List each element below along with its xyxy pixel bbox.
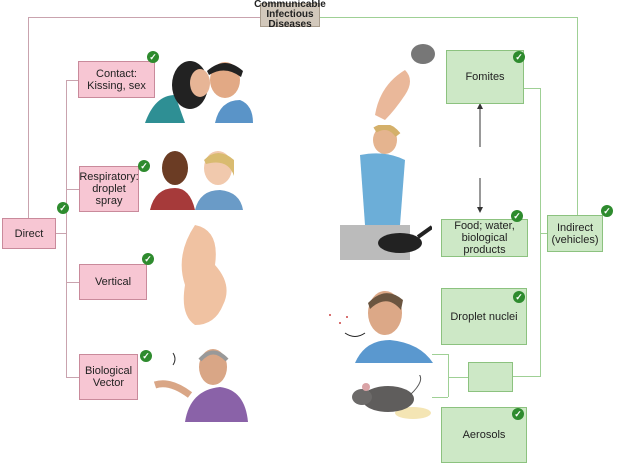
connector-line [513,376,540,377]
arrows [477,103,483,213]
fomites-box[interactable]: Fomites [446,50,524,104]
check-circle-icon: ✓ [513,51,525,63]
connector-line [28,17,29,218]
connector-line [448,354,449,397]
connector-line [28,17,260,18]
connector-line [56,233,66,234]
check-circle-icon: ✓ [511,210,523,222]
connector-line [66,377,79,378]
connector-line [66,80,67,377]
check-circle-icon: ✓ [147,51,159,63]
kissing-illustration [145,61,253,123]
title-box: Communicable Infectious Diseases [254,0,326,30]
mouse-illustration [352,375,431,419]
food-water-box[interactable]: Food; water, biological products [441,219,528,257]
respiratory-box[interactable]: Respiratory: droplet spray [79,166,139,212]
sneezing-man-illustration [329,291,433,363]
connector-line [66,189,79,190]
contact-box[interactable]: Contact: Kissing, sex [78,61,155,98]
biological-vector-illustration [153,349,248,422]
check-circle-icon: ✓ [140,350,152,362]
check-circle-icon: ✓ [513,291,525,303]
connector-line [66,282,79,283]
connector-line [540,233,547,234]
indirect-box[interactable]: Indirect (vehicles) [547,215,603,252]
vertical-box[interactable]: Vertical [79,264,147,300]
connector-line [320,17,577,18]
cooking-person-illustration [340,125,432,260]
connector-line [432,397,448,398]
check-circle-icon: ✓ [57,202,69,214]
respiratory-illustration [150,151,243,210]
empty-drop-box[interactable] [468,362,513,392]
droplet-nuclei-box[interactable]: Droplet nuclei [441,288,527,345]
direct-box[interactable]: Direct [2,218,56,249]
check-circle-icon: ✓ [138,160,150,172]
check-circle-icon: ✓ [601,205,613,217]
connector-line [448,377,468,378]
check-circle-icon: ✓ [512,408,524,420]
connector-line [524,88,540,89]
connector-line [66,80,78,81]
biological-vector-box[interactable]: Biological Vector [79,354,138,400]
pregnant-woman-illustration [181,225,227,325]
connector-line [432,354,448,355]
connector-line [540,88,541,377]
connector-line [577,17,578,215]
fomites-hand-illustration [375,44,435,120]
check-circle-icon: ✓ [142,253,154,265]
